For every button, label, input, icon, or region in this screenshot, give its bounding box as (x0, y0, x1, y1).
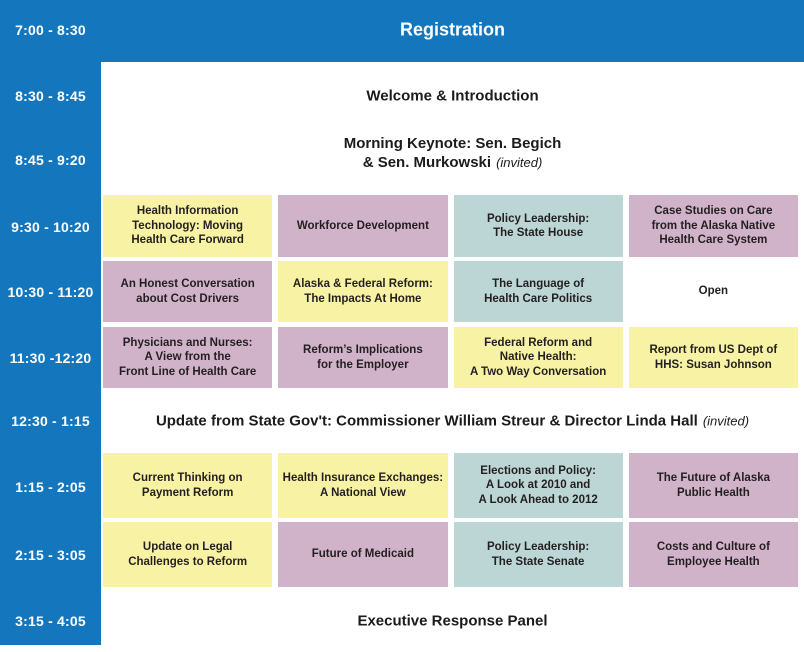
session-cell-open: Open (628, 261, 798, 322)
time-slot-row4: 1:15 - 2:05 (15, 479, 86, 495)
session-cell: Physicians and Nurses: A View from the F… (103, 327, 273, 388)
update-title-text: Update from State Gov't: Commissioner Wi… (155, 412, 698, 430)
update-invited-note: (invited) (702, 413, 750, 429)
session-cell: An Honest Conversation about Cost Driver… (103, 261, 273, 322)
time-slot-registration: 7:00 - 8:30 (15, 22, 86, 38)
time-slot-executive: 3:15 - 4:05 (15, 613, 86, 629)
session-cell: Future of Medicaid (278, 522, 448, 587)
session-cell: Federal Reform and Native Health: A Two … (453, 327, 623, 388)
keynote-line2: & Sen. Murkowski (invited) (101, 153, 804, 172)
session-row-3: Physicians and Nurses: A View from the F… (103, 327, 798, 388)
keynote-invited-note: (invited) (496, 155, 543, 170)
time-slot-update: 12:30 - 1:15 (11, 413, 90, 429)
session-cell: The Future of Alaska Public Health (628, 453, 798, 518)
keynote-line2-text: & Sen. Murkowski (362, 154, 492, 171)
session-cell: The Language of Health Care Politics (453, 261, 623, 322)
session-cell: Costs and Culture of Employee Health (628, 522, 798, 587)
session-row-4: Current Thinking on Payment Reform Healt… (103, 453, 798, 518)
time-slot-welcome: 8:30 - 8:45 (15, 88, 86, 104)
session-cell: Report from US Dept of HHS: Susan Johnso… (628, 327, 798, 388)
welcome-title: Welcome & Introduction (366, 87, 539, 105)
session-cell: Update on Legal Challenges to Reform (103, 522, 273, 587)
session-cell: Workforce Development (278, 195, 448, 257)
session-row-2: An Honest Conversation about Cost Driver… (103, 261, 798, 322)
time-slot-row2: 10:30 - 11:20 (7, 284, 94, 300)
session-row-5: Update on Legal Challenges to Reform Fut… (103, 522, 798, 587)
time-slot-row3: 11:30 -12:20 (9, 350, 92, 366)
executive-panel-title: Executive Response Panel (357, 612, 548, 630)
time-slot-row5: 2:15 - 3:05 (15, 547, 86, 563)
session-row-1: Health Information Technology: Moving He… (103, 195, 798, 257)
session-cell: Case Studies on Care from the Alaska Nat… (628, 195, 798, 257)
keynote-title: Morning Keynote: Sen. Begich & Sen. Murk… (101, 134, 804, 172)
keynote-line1: Morning Keynote: Sen. Begich (343, 135, 562, 152)
time-slot-row1: 9:30 - 10:20 (11, 219, 90, 235)
session-cell: Reform’s Implications for the Employer (278, 327, 448, 388)
session-cell: Alaska & Federal Reform: The Impacts At … (278, 261, 448, 322)
session-cell: Health Information Technology: Moving He… (103, 195, 273, 257)
session-cell: Health Insurance Exchanges: A National V… (278, 453, 448, 518)
session-cell: Policy Leadership: The State House (453, 195, 623, 257)
registration-title: Registration (399, 19, 505, 40)
session-cell: Policy Leadership: The State Senate (453, 522, 623, 587)
session-cell: Current Thinking on Payment Reform (103, 453, 273, 518)
update-title: Update from State Gov't: Commissioner Wi… (101, 412, 804, 431)
time-slot-keynote: 8:45 - 9:20 (15, 152, 86, 168)
session-cell: Elections and Policy: A Look at 2010 and… (453, 453, 623, 518)
time-column-background (0, 0, 101, 645)
registration-banner (0, 0, 804, 62)
